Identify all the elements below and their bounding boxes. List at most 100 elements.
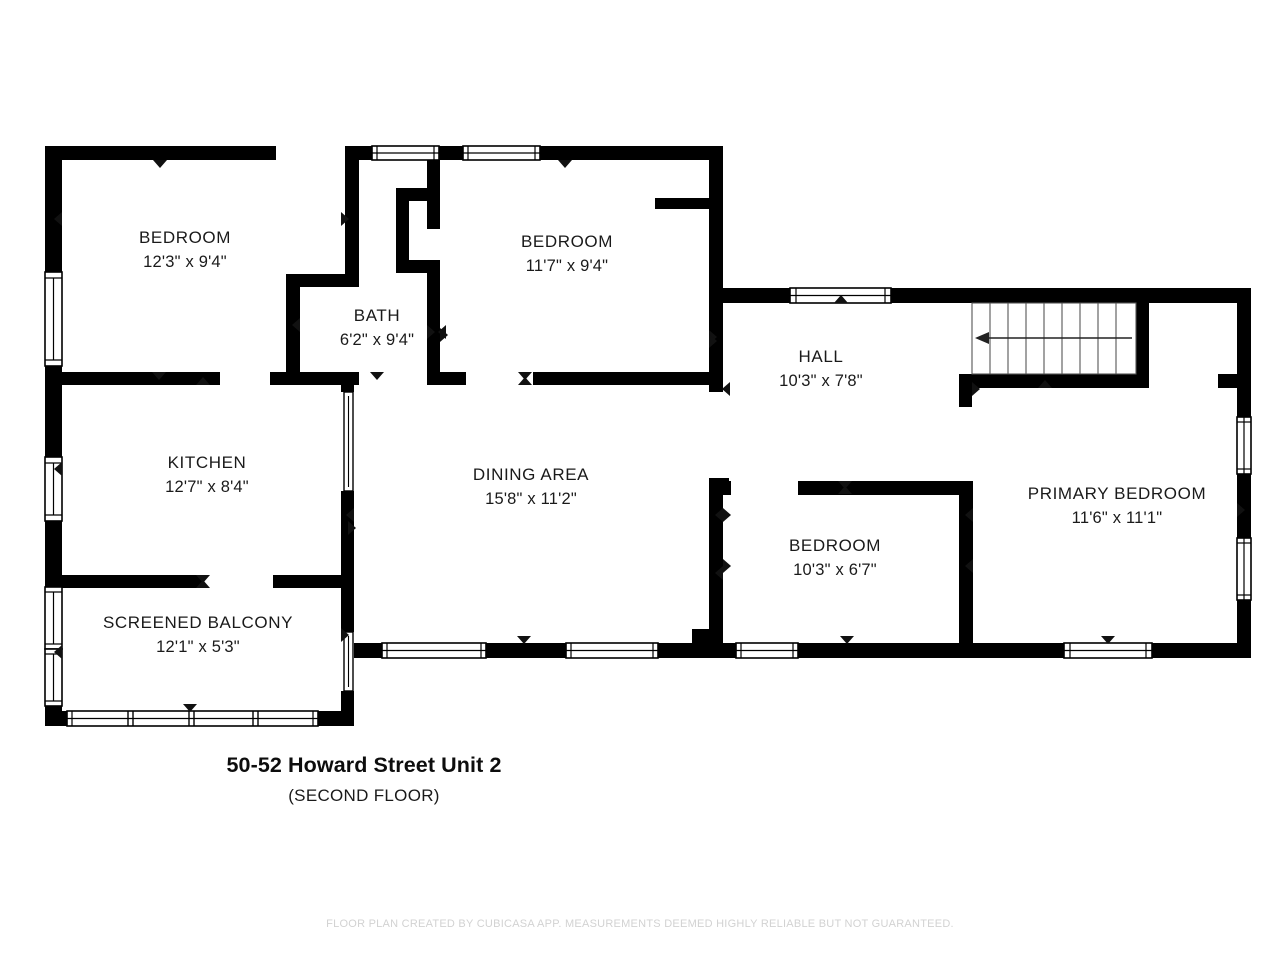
wall-interior-bedroom-nw-right-upper (345, 146, 359, 278)
door-marker-kitchen-top (196, 377, 210, 385)
wall-closet-bedroom-n (655, 198, 710, 209)
door-marker-hall-top (834, 295, 848, 303)
wall-interior-bath-bottom-b (427, 372, 466, 385)
staircase (971, 302, 1137, 375)
footer-disclaimer: FLOOR PLAN CREATED BY CUBICASA APP. MEAS… (326, 918, 954, 930)
door-marker-kitchen-right-a (346, 508, 354, 522)
door-marker-bedroom-s-left-lower (723, 559, 731, 573)
door-marker-bedroom-nw-top (153, 160, 167, 168)
window-bedroom-n-top (462, 145, 541, 161)
wall-exterior-right-b (1237, 474, 1251, 538)
wall-exterior-left-a (45, 146, 62, 272)
door-marker-hall-left-lower (722, 382, 730, 396)
door-marker-balcony-top (196, 580, 210, 588)
wall-exterior-bedroom-s-bottom-a (712, 643, 736, 658)
wall-interior-balcony-top-b (273, 575, 354, 588)
wall-interior-bath-step-horiz (286, 274, 359, 287)
page-subtitle: (SECOND FLOOR) (288, 785, 440, 805)
wall-balcony-right-a (341, 575, 354, 632)
wall-interior-hall-left (709, 288, 723, 392)
door-marker-bedroom-s-top-in (838, 486, 852, 494)
window-bedroom-nw-left (44, 271, 63, 367)
window-balcony-left-lower (44, 648, 63, 707)
door-marker-bath-right-a (427, 325, 435, 339)
wall-interior-bath-left (286, 274, 300, 382)
plan-title-block: 50-52 Howard Street Unit 2 (SECOND FLOOR… (44, 752, 684, 806)
door-marker-dining-right-b (715, 566, 723, 580)
wall-exterior-dining-bottom-b (486, 643, 566, 658)
wall-stairs-right-divider (1136, 288, 1149, 388)
wall-exterior-hall-top-a (723, 288, 790, 303)
wall-interior-dining-top (533, 372, 723, 385)
wall-interior-bedroom-s-top-b (798, 481, 970, 495)
window-balcony-left-upper (44, 586, 63, 650)
wall-stairs-top (959, 288, 1251, 303)
stairs-direction-arrow (975, 332, 1132, 344)
door-marker-bath-left (292, 318, 300, 332)
wall-closet-left-stub (396, 188, 409, 273)
door-marker-bedroom-n-bottom (518, 372, 532, 380)
wall-exterior-dining-bottom-a (354, 643, 382, 658)
wall-exterior-right-a (1237, 288, 1251, 417)
wall-interior-kitchen-right-lower (341, 491, 354, 587)
window-dining-bottom-left (381, 642, 487, 659)
door-marker-dining-right-a (715, 508, 723, 522)
wall-interior-bath-right-lower (427, 260, 440, 382)
wall-interior-kitchen-right-upper (341, 372, 354, 392)
door-marker-primary-top (1038, 380, 1052, 388)
wall-interior-bedroom-s-right (959, 481, 973, 646)
window-primary-bottom (1063, 642, 1153, 659)
door-marker-dining-top (518, 377, 532, 385)
wall-exterior-hall-top-b (891, 288, 970, 303)
wall-exterior-primary-bottom-a (973, 643, 1064, 658)
window-balcony-bottom-panels (66, 710, 319, 727)
door-marker-hall-left (709, 334, 717, 348)
wall-exterior-top-n (540, 146, 723, 160)
door-marker-bedroom-nw-right (341, 212, 349, 226)
door-marker-bedroom-s-top (838, 481, 852, 489)
wall-interior-bath-right (427, 146, 440, 229)
wall-exterior-left-b (45, 366, 62, 457)
window-balcony-right-opening (343, 631, 354, 692)
window-group (44, 145, 1252, 727)
door-marker-bedroom-s-bottom (840, 636, 854, 644)
door-marker-kitchen-right-b (348, 521, 356, 535)
door-marker-bedroom-n-top (558, 160, 572, 168)
wall-interior-balcony-top-a (45, 575, 202, 588)
page-title: 50-52 Howard Street Unit 2 (226, 753, 502, 777)
wall-exterior-balcony-bottom-a (45, 711, 67, 726)
door-marker-bedroom-nw-left (54, 212, 62, 226)
wall-interior-bath-bottom-a (270, 372, 359, 385)
window-dining-bottom-right (565, 642, 659, 659)
wall-interior-kitchen-top (45, 372, 220, 385)
wall-interior-vert-bedroom-n-right (709, 146, 723, 302)
door-marker-bedroom-s-right-lower (965, 559, 973, 573)
door-marker-bedroom-n-left (440, 328, 448, 342)
door-marker-balcony-bottom (183, 704, 197, 712)
window-primary-right-lower (1236, 537, 1252, 601)
wall-exterior-balcony-bottom-b (318, 711, 354, 726)
wall-exterior-top-bath-b (439, 146, 463, 160)
door-marker-kitchen-bottom (196, 575, 210, 583)
window-kitchen-left (44, 456, 63, 522)
wall-hall-bottom-left-nub (709, 378, 723, 392)
door-marker-dining-bottom (517, 636, 531, 644)
door-marker-balcony-left (54, 645, 62, 659)
wall-exterior-bedroom-s-bottom-b (798, 643, 973, 658)
wall-exterior-left-c (45, 521, 62, 587)
door-marker-kitchen-window (54, 462, 62, 476)
wall-exterior-top-nw (45, 146, 276, 160)
wall-stairs-bottom-horiz (959, 374, 1147, 388)
door-marker-group (54, 160, 1245, 712)
door-marker-bath-bottom (370, 372, 384, 380)
window-bath-top (371, 145, 440, 161)
window-bedroom-s-bottom (735, 642, 799, 659)
door-marker-primary-bottom (1101, 636, 1115, 644)
wall-interior-bedroom-s-left (709, 481, 723, 643)
door-marker-bedroom-s-left (723, 508, 731, 522)
door-marker-stairs-landing (972, 382, 980, 396)
wall-group (45, 146, 1251, 726)
door-marker-bedroom-s-right (965, 508, 973, 522)
